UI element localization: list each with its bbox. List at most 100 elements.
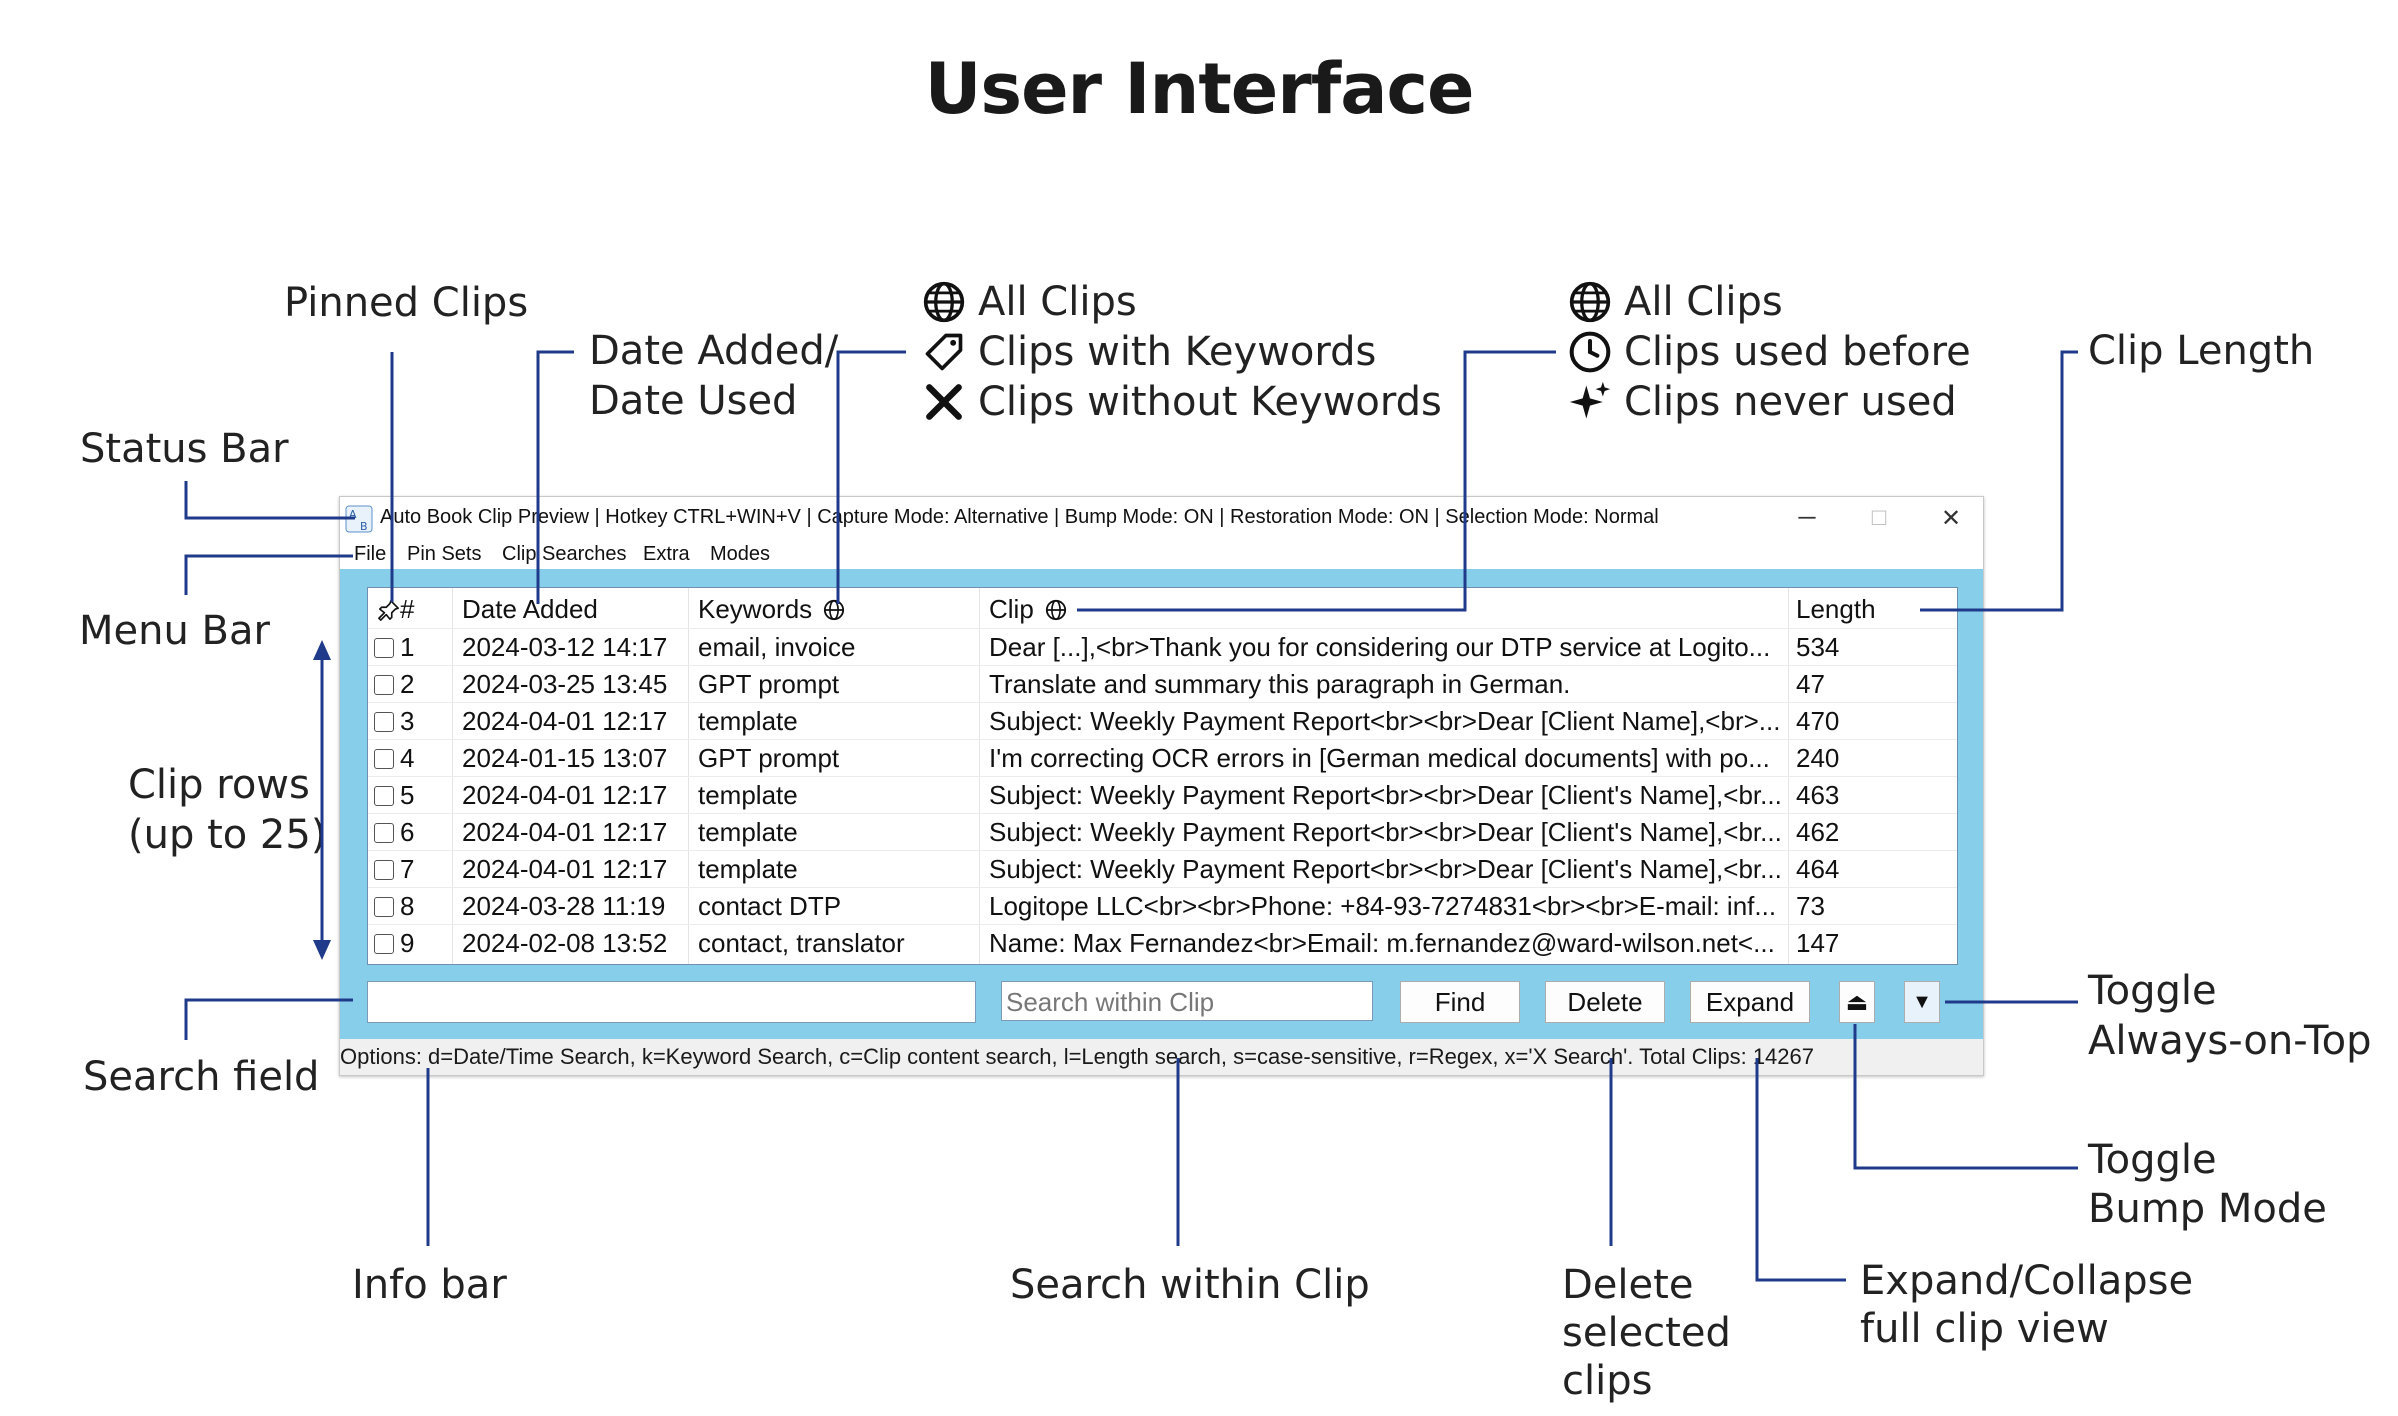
- row-pin-checkbox[interactable]: [374, 638, 394, 658]
- row-length: 534: [1796, 632, 1840, 662]
- globe-icon[interactable]: [823, 599, 845, 621]
- legend-label: All Clips: [978, 279, 1137, 325]
- window-title: Auto Book Clip Preview | Hotkey CTRL+WIN…: [380, 506, 1659, 528]
- connector-status-bar: [184, 481, 355, 520]
- minimize-button[interactable]: ─: [1798, 504, 1816, 531]
- table-row[interactable]: 8 2024-03-28 11:19 contact DTP Logitope LLC…: [368, 887, 1957, 925]
- arrow-down-icon: [313, 940, 331, 960]
- callout-info-bar: Info bar: [352, 1262, 507, 1308]
- clock-icon: [1569, 331, 1611, 373]
- row-length: 47: [1796, 669, 1825, 699]
- close-button[interactable]: ✕: [1940, 504, 1962, 532]
- arrow-up-icon: [313, 640, 331, 660]
- row-keywords: contact, translator: [698, 928, 905, 958]
- maximize-button[interactable]: □: [1871, 504, 1887, 531]
- search-within-clip-input[interactable]: Search within Clip: [1001, 981, 1373, 1021]
- menu-pin-sets[interactable]: Pin Sets: [407, 543, 482, 565]
- row-length: 147: [1796, 928, 1840, 958]
- row-date: 2024-03-28 11:19: [462, 891, 666, 921]
- header-clip-label: Clip: [989, 594, 1034, 624]
- header-clip[interactable]: Clip: [989, 590, 1067, 628]
- always-on-top-toggle[interactable]: ▼: [1904, 981, 1940, 1023]
- row-pin-checkbox[interactable]: [374, 934, 394, 954]
- legend-label: Clips never used: [1624, 379, 1957, 425]
- legend-item: Clips never used: [1568, 377, 1971, 427]
- row-keywords: template: [698, 854, 798, 884]
- find-button[interactable]: Find: [1400, 981, 1520, 1023]
- legend-label: Clips with Keywords: [978, 329, 1377, 375]
- delete-button[interactable]: Delete: [1545, 981, 1665, 1023]
- row-pin-checkbox[interactable]: [374, 749, 394, 769]
- row-length: 470: [1796, 706, 1840, 736]
- header-date-added[interactable]: Date Added: [462, 594, 598, 624]
- menu-modes[interactable]: Modes: [710, 543, 771, 565]
- legend-label: Clips used before: [1624, 329, 1971, 375]
- row-length: 73: [1796, 891, 1825, 921]
- callout-bump-2: Bump Mode: [2088, 1186, 2327, 1232]
- row-number: 8: [400, 891, 415, 921]
- header-length[interactable]: Length: [1796, 594, 1876, 624]
- row-pin-checkbox[interactable]: [374, 675, 394, 695]
- legend-item: All Clips: [922, 277, 1442, 327]
- legend-item: All Clips: [1568, 277, 1971, 327]
- row-pin-checkbox[interactable]: [374, 823, 394, 843]
- legend-label: All Clips: [1624, 279, 1783, 325]
- usage-filter-legend: All Clips Clips used before Clips never …: [1568, 277, 1971, 427]
- callout-aot-2: Always-on-Top: [2088, 1018, 2372, 1064]
- callout-menu-bar: Menu Bar: [79, 608, 270, 654]
- row-clip: Subject: Weekly Payment Report<br><br>De…: [989, 854, 1782, 884]
- row-pin-checkbox[interactable]: [374, 712, 394, 732]
- menu-clip-searches[interactable]: Clip Searches: [502, 543, 627, 565]
- row-pin-checkbox[interactable]: [374, 897, 394, 917]
- row-keywords: contact DTP: [698, 891, 842, 921]
- row-clip: Subject: Weekly Payment Report<br><br>De…: [989, 706, 1781, 736]
- globe-icon: [923, 281, 965, 323]
- header-keywords-label: Keywords: [698, 594, 813, 624]
- connector-menu-bar: [184, 554, 353, 595]
- row-keywords: template: [698, 780, 798, 810]
- globe-icon[interactable]: [1045, 599, 1067, 621]
- row-keywords: GPT prompt: [698, 743, 840, 773]
- row-date: 2024-03-12 14:17: [462, 632, 668, 662]
- info-bar: Options: d=Date/Time Search, k=Keyword S…: [340, 1039, 1983, 1075]
- expand-button[interactable]: Expand: [1690, 981, 1810, 1023]
- row-clip: Subject: Weekly Payment Report<br><br>De…: [989, 817, 1782, 847]
- callout-clip-rows-limit: (up to 25): [128, 812, 327, 858]
- menu-file[interactable]: File: [354, 543, 387, 565]
- row-number: 2: [400, 669, 415, 699]
- row-clip: Logitope LLC<br><br>Phone: +84-93-727483…: [989, 891, 1777, 921]
- bump-mode-toggle[interactable]: ⏏: [1839, 981, 1875, 1023]
- row-pin-checkbox[interactable]: [374, 860, 394, 880]
- row-number: 3: [400, 706, 415, 736]
- row-date: 2024-04-01 12:17: [462, 780, 668, 810]
- row-date: 2024-01-15 13:07: [462, 743, 668, 773]
- callout-search-within-clip: Search within Clip: [1010, 1262, 1370, 1308]
- menu-extra[interactable]: Extra: [643, 543, 690, 565]
- row-pin-checkbox[interactable]: [374, 786, 394, 806]
- row-number: 9: [400, 928, 415, 958]
- header-keywords[interactable]: Keywords: [698, 590, 845, 628]
- svg-text:B: B: [360, 520, 368, 533]
- svg-text:A: A: [349, 508, 357, 521]
- row-number: 7: [400, 854, 415, 884]
- row-clip: I'm correcting OCR errors in [German med…: [989, 743, 1770, 773]
- pin-icon[interactable]: [378, 599, 400, 621]
- row-keywords: template: [698, 817, 798, 847]
- search-input[interactable]: [367, 981, 976, 1023]
- callout-search-field: Search field: [83, 1054, 320, 1100]
- connector-expand: [1755, 1058, 1846, 1282]
- tag-icon: [925, 333, 963, 371]
- header-pin-number[interactable]: #: [378, 590, 414, 628]
- legend-item: Clips without Keywords: [922, 377, 1442, 427]
- callout-status-bar: Status Bar: [80, 426, 289, 472]
